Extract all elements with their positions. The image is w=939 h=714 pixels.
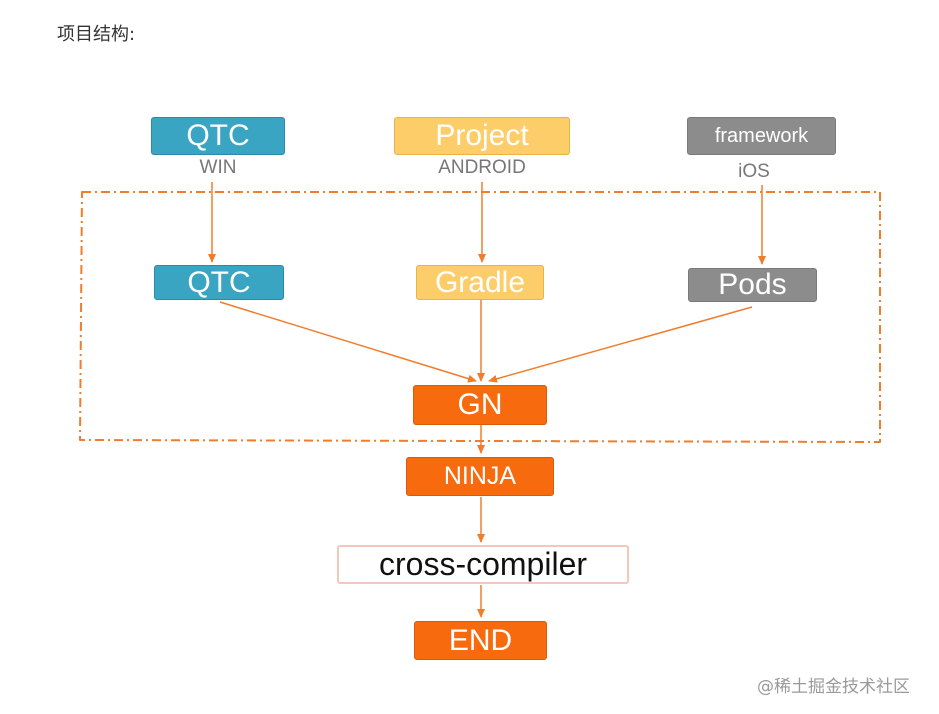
source-framework-platform: iOS	[738, 161, 770, 182]
dashed-boundary	[79, 191, 881, 443]
pipeline-compiler-label: cross-compiler	[378, 546, 588, 582]
pipeline-gn-label: GN	[457, 388, 503, 421]
source-framework-box: framework	[687, 117, 836, 155]
tool-qtc-box: QTC	[154, 265, 284, 300]
arrow-pods-to-gn	[488, 306, 753, 383]
arrow-qtc-to-gn	[219, 301, 477, 383]
page-heading: 项目结构:	[57, 24, 136, 45]
pipeline-gn-box: GN	[413, 385, 547, 425]
tool-gradle-box: Gradle	[416, 265, 544, 300]
source-qtc-platform: WIN	[199, 157, 237, 178]
tool-pods-label: Pods	[718, 268, 787, 301]
tool-pods-box: Pods	[688, 268, 817, 302]
pipeline-compiler-box: cross-compiler	[337, 545, 629, 584]
tool-qtc-label: QTC	[187, 265, 251, 299]
pipeline-ninja-label: NINJA	[443, 462, 517, 490]
pipeline-end-label: END	[448, 623, 513, 657]
tool-gradle-label: Gradle	[434, 265, 526, 299]
source-project-platform: ANDROID	[438, 157, 526, 178]
source-qtc-label: QTC	[186, 119, 250, 152]
pipeline-end-box: END	[414, 621, 547, 660]
source-project-label: Project	[435, 119, 529, 152]
source-framework-label: framework	[714, 124, 809, 147]
pipeline-ninja-box: NINJA	[406, 457, 554, 496]
watermark-text: @稀土掘金技术社区	[757, 677, 910, 697]
source-qtc-box: QTC	[151, 117, 285, 155]
source-project-box: Project	[394, 117, 570, 155]
